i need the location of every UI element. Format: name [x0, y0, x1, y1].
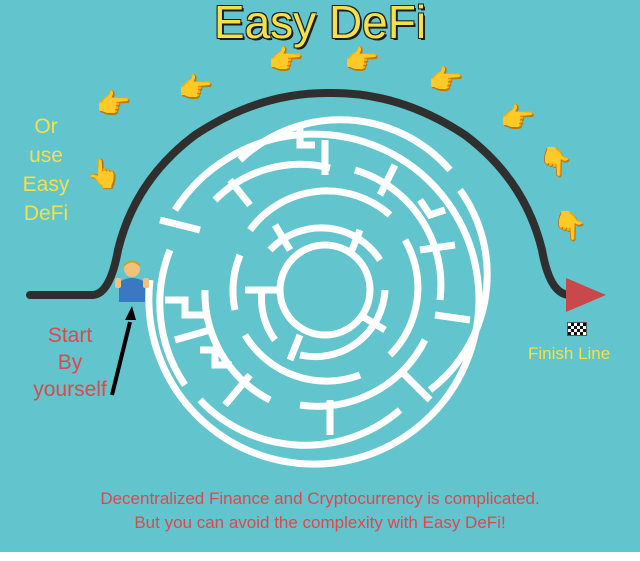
- start-label-line: Start: [47, 324, 93, 347]
- start-label: Start By yourself: [20, 322, 120, 403]
- easy-defi-side-label: Or use Easy DeFi: [6, 112, 86, 228]
- pointing-hand-icon: 👉: [500, 101, 535, 134]
- caption-line-2: But you can avoid the complexity with Ea…: [134, 513, 506, 532]
- start-label-line: yourself: [33, 378, 107, 401]
- start-label-line: By: [57, 351, 83, 374]
- pointing-hand-icon: 👉: [178, 71, 213, 104]
- finish-arrow-head: [566, 278, 606, 312]
- maze: [145, 116, 491, 468]
- side-label-line: Easy: [22, 173, 70, 196]
- pointing-hand-icon: 👉: [344, 43, 379, 76]
- side-label-line: Or: [34, 115, 58, 138]
- start-arrow-line: [110, 321, 132, 396]
- easy-path-line: [26, 88, 574, 299]
- pointing-hand-icon: 👉: [96, 87, 131, 120]
- side-label-line: use: [29, 144, 63, 167]
- start-arrow-head: [125, 306, 136, 320]
- shrugging-person-icon: [115, 260, 149, 302]
- bottom-border: [0, 552, 640, 561]
- caption: Decentralized Finance and Cryptocurrency…: [0, 487, 640, 535]
- pointing-hand-icon: 👇: [552, 209, 587, 242]
- pointing-hand-icon: 👉: [268, 43, 303, 76]
- page-title: Easy DeFi: [213, 0, 427, 48]
- side-label-line: DeFi: [23, 202, 69, 225]
- finish-line-label: Finish Line: [528, 344, 611, 363]
- pointing-hand-icon: 👇: [538, 145, 573, 178]
- pointing-hand-icon: 👆: [86, 157, 121, 190]
- checkered-flag-icon: [567, 322, 587, 336]
- caption-line-1: Decentralized Finance and Cryptocurrency…: [100, 489, 540, 508]
- pointing-hand-icon: 👉: [428, 63, 463, 96]
